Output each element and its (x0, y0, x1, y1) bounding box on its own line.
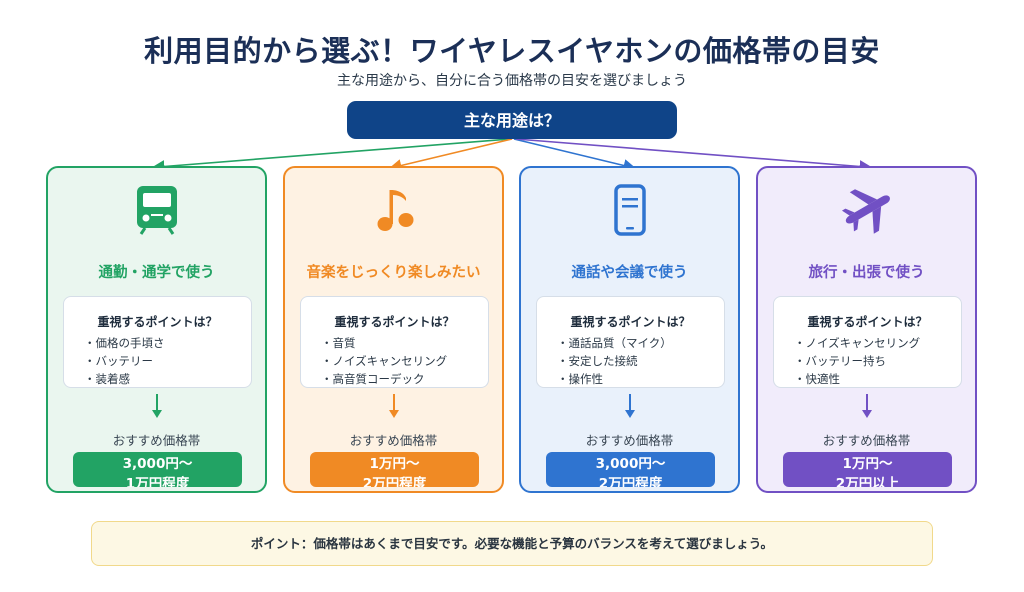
price-line-2: 2万円程度 (362, 476, 427, 487)
price-line-2: 2万円程度 (598, 476, 663, 487)
card-commute: 通勤・通学で使う 重視するポイントは？ 価格の手頃さ バッテリー 装着感 おすす… (46, 166, 267, 493)
list-item: 操作性 (557, 370, 672, 388)
recommend-label: おすすめ価格帯 (349, 433, 438, 448)
points-heading: 重視するポイントは？ (807, 315, 928, 329)
price-line-1: 1万円〜 (369, 456, 420, 472)
card-travel: 旅行・出張で使う 重視するポイントは？ ノイズキャンセリング バッテリー持ち 快… (756, 166, 977, 493)
points-box: 重視するポイントは？ 通話品質（マイク） 安定した接続 操作性 (536, 296, 725, 388)
arrow-down-icon (624, 394, 635, 418)
list-item: バッテリー持ち (794, 352, 920, 370)
arrow-down-icon (388, 394, 399, 418)
page-title: 利用目的から選ぶ！ワイヤレスイヤホンの価格帯の目安 (144, 34, 880, 68)
price-line-2: 2万円以上 (835, 476, 900, 487)
music-note-icon (377, 190, 413, 231)
recommend-label: おすすめ価格帯 (112, 433, 201, 448)
price-badge: 3,000円〜 1万円程度 (73, 452, 242, 487)
points-list: 音質 ノイズキャンセリング 高音質コーデック (321, 334, 448, 388)
arrow-down-icon (861, 394, 872, 418)
list-item: 快適性 (794, 370, 920, 388)
card-call: 通話や会議で使う 重視するポイントは？ 通話品質（マイク） 安定した接続 操作性… (519, 166, 740, 493)
root-node: 主な用途は？ (347, 101, 677, 139)
points-heading: 重視するポイントは？ (570, 315, 691, 329)
price-badge: 1万円〜 2万円程度 (310, 452, 479, 487)
airplane-icon (841, 189, 890, 234)
card-heading: 旅行・出張で使う (808, 265, 925, 281)
recommend-label: おすすめ価格帯 (822, 433, 911, 448)
connector-music (388, 138, 513, 172)
points-heading: 重視するポイントは？ (334, 315, 455, 329)
points-box: 重視するポイントは？ 音質 ノイズキャンセリング 高音質コーデック (300, 296, 489, 388)
points-box: 重視するポイントは？ ノイズキャンセリング バッテリー持ち 快適性 (773, 296, 962, 388)
card-heading: 通勤・通学で使う (98, 265, 215, 281)
list-item: 安定した接続 (557, 352, 672, 370)
page-subtitle: 主な用途から、自分に合う価格帯の目安を選びましょう (337, 73, 687, 89)
points-box: 重視するポイントは？ 価格の手頃さ バッテリー 装着感 (63, 296, 252, 388)
points-list: 価格の手頃さ バッテリー 装着感 (84, 334, 165, 388)
card-heading: 音楽をじっくり楽しみたい (306, 265, 481, 281)
points-list: 通話品質（マイク） 安定した接続 操作性 (557, 334, 672, 388)
price-badge: 1万円〜 2万円以上 (783, 452, 952, 487)
list-item: 音質 (321, 334, 447, 352)
list-item: 価格の手頃さ (84, 334, 165, 352)
list-item: 通話品質（マイク） (557, 334, 672, 352)
card-music: 音楽をじっくり楽しみたい 重視するポイントは？ 音質 ノイズキャンセリング 高音… (283, 166, 504, 493)
points-list: ノイズキャンセリング バッテリー持ち 快適性 (794, 334, 921, 388)
train-icon (136, 186, 177, 235)
connector-call (513, 138, 637, 172)
list-item: 装着感 (84, 370, 165, 388)
connector-travel (515, 138, 873, 173)
arrow-down-icon (151, 394, 162, 418)
price-badge: 3,000円〜 2万円程度 (546, 452, 715, 487)
list-item: ノイズキャンセリング (794, 334, 921, 352)
price-line-2: 1万円程度 (125, 476, 190, 487)
price-line-1: 3,000円〜 (595, 456, 666, 472)
card-heading: 通話や会議で使う (571, 265, 688, 281)
list-item: バッテリー (84, 352, 165, 370)
price-line-1: 3,000円〜 (122, 456, 193, 472)
price-line-1: 1万円〜 (842, 456, 893, 472)
connector-commute (151, 138, 511, 173)
points-heading: 重視するポイントは？ (97, 315, 218, 329)
list-item: ノイズキャンセリング (321, 352, 448, 370)
smartphone-icon (613, 184, 646, 236)
list-item: 高音質コーデック (321, 370, 447, 388)
note-box: ポイント：価格帯はあくまで目安です。必要な機能と予算のバランスを考えて選びましょ… (91, 521, 933, 566)
recommend-label: おすすめ価格帯 (585, 433, 674, 448)
